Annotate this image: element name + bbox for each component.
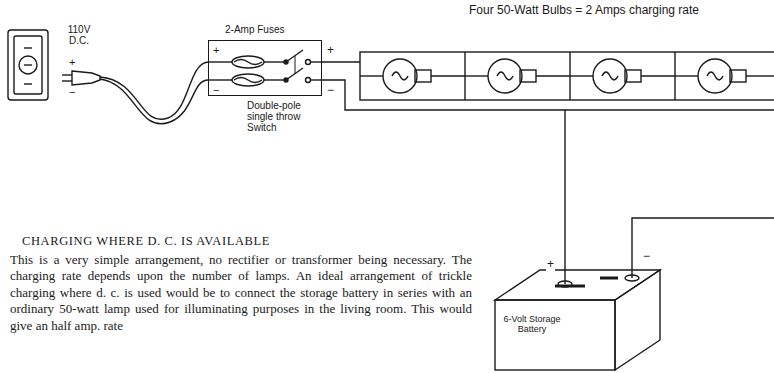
wall-outlet xyxy=(8,30,48,100)
plug-prong xyxy=(62,80,72,81)
lamp-bulb xyxy=(465,59,570,93)
voltage-label: 110V D.C. xyxy=(58,24,100,46)
drawing-part xyxy=(497,72,513,80)
lamp-bank-label: Four 50-Watt Bulbs = 2 Amps charging rat… xyxy=(468,4,700,18)
switch-terminal xyxy=(306,60,311,65)
drawing-part xyxy=(675,75,698,76)
polarity-sign: + xyxy=(212,44,220,57)
polarity-sign: + xyxy=(326,44,335,58)
drawing-part xyxy=(383,59,417,93)
drawing-part xyxy=(707,72,723,80)
drawing-part xyxy=(615,270,660,370)
outlet-socket xyxy=(19,56,37,74)
lamp-bulb xyxy=(570,59,675,93)
lamp-bulb xyxy=(360,59,465,93)
drawing-part xyxy=(536,75,570,76)
wire xyxy=(264,79,284,80)
outlet-mark xyxy=(24,47,32,48)
switch-label: Double-pole single throw Switch xyxy=(247,100,323,133)
drawing-part xyxy=(625,70,641,82)
wire xyxy=(310,61,322,62)
negative-wire xyxy=(565,109,774,110)
drawing-part xyxy=(495,300,615,370)
caption-heading: CHARGING WHERE D. C. IS AVAILABLE xyxy=(22,234,270,248)
switch-bar xyxy=(295,56,296,74)
wire xyxy=(208,79,232,80)
cord-wire xyxy=(100,62,208,119)
lamp-bulb xyxy=(675,59,774,93)
drawing-part xyxy=(360,75,383,76)
drawing-part xyxy=(465,75,488,76)
fuse-switch-box: 2-Amp FusesDouble-pole single throw Swit… xyxy=(208,40,322,96)
polarity-sign: + xyxy=(68,56,76,69)
polarity-sign: − xyxy=(68,86,76,99)
drawing-part xyxy=(431,75,465,76)
drawing-part xyxy=(488,59,522,93)
wire xyxy=(310,79,322,80)
lamp-bank-frame xyxy=(360,52,774,100)
positive-wire xyxy=(322,61,360,62)
drawing-part xyxy=(746,75,774,76)
storage-battery xyxy=(495,262,660,370)
polarity-sign: − xyxy=(212,84,220,97)
drawing-part xyxy=(698,59,732,93)
drawing-part xyxy=(558,281,572,287)
cord-wire xyxy=(100,79,208,124)
wire xyxy=(208,61,232,62)
battery-node: 6-Volt Storage Battery xyxy=(495,262,660,372)
drawing-part xyxy=(730,70,746,82)
plug-body xyxy=(72,71,100,85)
polarity-sign: − xyxy=(326,84,335,98)
caption-text: This is a very simple arrangement, no re… xyxy=(10,252,472,334)
drawing-part xyxy=(495,270,660,300)
drawing-part xyxy=(593,59,627,93)
outlet-slot xyxy=(24,64,32,65)
negative-wire xyxy=(322,80,565,262)
drawing-part xyxy=(570,75,593,76)
outlet-plate xyxy=(14,36,42,94)
plug-prong xyxy=(62,74,72,75)
drawing-part xyxy=(602,72,618,80)
wire xyxy=(264,61,284,62)
polarity-sign: − xyxy=(642,250,651,264)
drawing-part xyxy=(520,70,536,82)
drawing-part xyxy=(625,275,639,281)
battery-lead xyxy=(632,218,774,278)
fuse-symbol xyxy=(232,74,264,86)
fuse-element xyxy=(234,78,262,83)
fuse-label: 2-Amp Fuses xyxy=(225,24,284,36)
polarity-sign: + xyxy=(546,258,555,272)
fuse-element xyxy=(234,60,262,65)
outlet-mark xyxy=(24,83,32,84)
battery-label: 6-Volt Storage Battery xyxy=(501,314,563,334)
fuse-symbol xyxy=(232,56,264,68)
switch-terminal xyxy=(306,78,311,83)
drawing-part xyxy=(641,75,675,76)
drawing-part xyxy=(415,70,431,82)
drawing-part xyxy=(392,72,408,80)
